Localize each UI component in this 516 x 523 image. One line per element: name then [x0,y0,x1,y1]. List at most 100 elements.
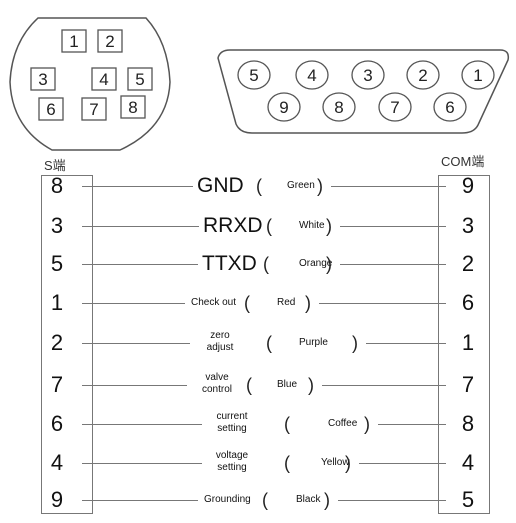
wire-color: Coffee [328,418,358,429]
wire-color: Green [287,180,315,191]
com-face-pin-number: 5 [249,66,258,85]
wire-color: White [299,220,325,231]
s-face-pin-box [127,67,153,91]
com-face-pin-number: 6 [445,98,454,117]
paren-close: ) [305,293,311,313]
s-face-pin-number: 1 [69,32,78,51]
paren-open: ( [263,254,269,274]
paren-close: ) [364,414,370,434]
paren-open: ( [266,216,272,236]
s-face-pin-box [120,95,146,119]
com-pin-column [438,175,490,514]
signal-name-line: control [201,384,232,395]
wire-right [338,500,446,501]
wire-left [82,463,202,464]
paren-open: ( [256,176,262,196]
wire-left [82,264,198,265]
paren-open: ( [246,375,252,395]
wire-color: Blue [277,379,298,390]
com-face-pin-circle [237,60,271,90]
paren-open: ( [284,414,290,434]
com-face-pin-circle [433,92,467,122]
s-face-pin-box [91,67,117,91]
com-face-pin-circle [295,60,329,90]
paren-close: ) [352,333,358,353]
com-face-pin-number: 1 [473,66,482,85]
com-pin-number: 8 [461,411,475,436]
wire-right [340,226,446,227]
s-face-pin-number: 6 [46,100,55,119]
paren-open: ( [284,453,290,473]
wire-left [82,303,185,304]
s-face-pin-number: 2 [105,32,114,51]
signal-name-line: voltage [215,450,249,461]
paren-close: ) [324,490,330,510]
wire-left [82,186,193,187]
com-face-pin-number: 4 [307,66,316,85]
paren-close: ) [345,453,351,473]
com-face-pin-number: 3 [363,66,372,85]
wire-right [331,186,446,187]
signal-name-line: setting [217,462,247,473]
s-pin-column [41,175,93,514]
com-pin-number: 9 [461,173,475,198]
wire-left [82,343,190,344]
s-face-pin-number: 5 [135,70,144,89]
com-face-pin-circle [351,60,385,90]
wire-color: Yellow [321,457,350,468]
signal-name-line: zero [210,330,230,341]
com-connector-label: COM端 [441,154,485,169]
s-connector-label: S端 [44,158,66,173]
com-face-pin-number: 9 [279,98,288,117]
s-pin-number: 3 [50,213,64,238]
wire-right [322,385,446,386]
s-pin-number: 9 [50,487,64,512]
s-face-pin-number: 8 [128,98,137,117]
wire-color: Purple [299,337,328,348]
com-pin-number: 7 [461,372,475,397]
signal-name: TTXD [202,252,257,275]
com-face-pin-circle [406,60,440,90]
wire-left [82,500,198,501]
signal-name: GND [197,174,244,197]
com-connector-face [217,49,510,134]
s-face-pin-number: 3 [38,70,47,89]
s-face-pin-box [81,97,107,121]
paren-open: ( [262,490,268,510]
com-pin-number: 4 [461,450,475,475]
wire-right [366,343,446,344]
s-pin-number: 4 [50,450,64,475]
wire-left [82,424,202,425]
com-pin-number: 6 [461,290,475,315]
wire-color: Black [296,494,321,505]
wire-left [82,226,199,227]
com-face-pin-number: 7 [390,98,399,117]
paren-open: ( [244,293,250,313]
s-pin-number: 1 [50,290,64,315]
s-face-pin-number: 4 [99,70,108,89]
wire-right [319,303,446,304]
com-pin-number: 5 [461,487,475,512]
com-face-pin-circle [461,60,495,90]
signal-name: Grounding [204,494,251,505]
paren-close: ) [317,176,323,196]
wire-color: Red [277,297,296,308]
signal-name-line: adjust [206,342,234,353]
s-face-pin-box [38,97,64,121]
wire-color: Orange [299,258,333,269]
com-pin-number: 2 [461,251,475,276]
signal-name-line: valve [205,372,229,383]
paren-close: ) [326,216,332,236]
com-pin-number: 1 [461,330,475,355]
paren-close: ) [326,254,332,274]
com-face-pin-circle [267,92,301,122]
com-face-pin-circle [378,92,412,122]
s-face-pin-box [30,67,56,91]
signal-name-line: setting [217,423,247,434]
com-face-pin-circle [322,92,356,122]
